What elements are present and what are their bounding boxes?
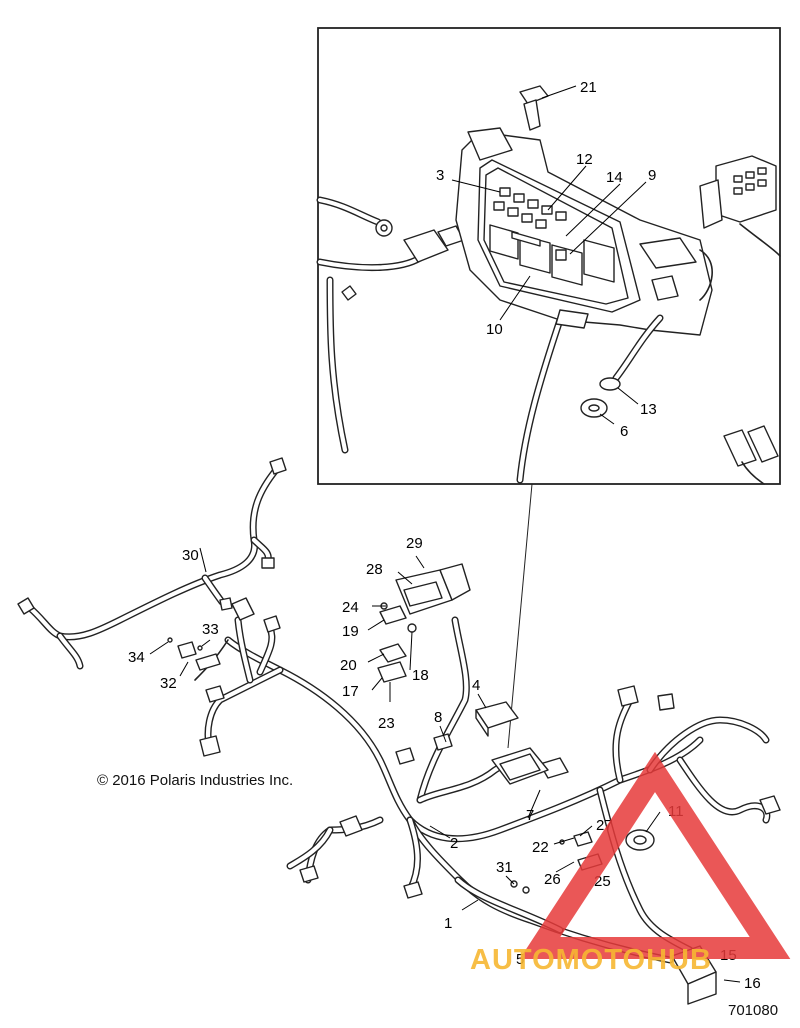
fuse-slots [493,187,567,229]
callout-33: 33 [202,621,219,638]
callout-5: 5 [516,951,524,968]
main-loom-inset [316,225,465,454]
harness-30 [17,457,287,670]
harness-fuse-box [491,747,549,785]
main-callouts: 29 28 24 19 20 18 17 23 8 4 30 33 34 32 … [128,535,761,992]
callout-30: 30 [182,547,199,564]
callout-3: 3 [436,167,444,184]
main-loom [194,616,771,964]
callout-7: 7 [526,807,534,824]
figure-number: 701080 [728,1002,779,1019]
ecm-module-28 [395,563,471,615]
callout-19: 19 [342,623,359,640]
ring-terminal-harness [316,196,393,237]
fuse-relay-box [455,127,713,336]
detail-inset: 21 3 12 14 9 10 13 6 [316,27,781,485]
component-32 [167,637,221,671]
callout-28: 28 [366,561,383,578]
watermark-triangle [519,751,791,959]
callout-24: 24 [342,599,359,616]
callout-13: 13 [640,401,657,418]
grommet-6 [580,398,608,418]
grommet-11 [625,829,655,851]
callout-34: 34 [128,649,145,666]
callout-10: 10 [486,321,503,338]
callout-26: 26 [544,871,561,888]
callout-23: 23 [378,715,395,732]
bracket-19 [379,602,407,625]
callout-29: 29 [406,535,423,552]
fuse-box-stalk [516,316,564,484]
fuse-holder-lead [599,249,713,391]
main-harness [17,457,781,1005]
copyright-notice: © 2016 Polaris Industries Inc. [97,772,294,789]
main-leaders [149,547,661,911]
relay-block-4 [475,701,519,737]
callout-6: 6 [620,423,628,440]
callout-21: 21 [580,79,597,96]
connector-top-right [699,155,781,257]
callout-4: 4 [472,677,480,694]
callout-20: 20 [340,657,357,674]
callout-22: 22 [532,839,549,856]
callout-16: 16 [744,975,761,992]
callout-31: 31 [496,859,513,876]
callout-2: 2 [450,835,458,852]
spade-terminals [723,425,779,485]
sensor-17-18-20 [377,623,417,702]
callout-8: 8 [434,709,442,726]
watermark-text: AUTOMOTOHUB [470,944,712,976]
inset-connector-line [507,483,533,749]
callout-17: 17 [342,683,359,700]
callout-18: 18 [412,667,429,684]
callout-9: 9 [648,167,656,184]
callout-12: 12 [576,151,593,168]
callout-14: 14 [606,169,623,186]
bolt-21 [519,85,549,131]
callout-32: 32 [160,675,177,692]
inset-leaders [451,85,647,425]
callout-1: 1 [444,915,452,932]
